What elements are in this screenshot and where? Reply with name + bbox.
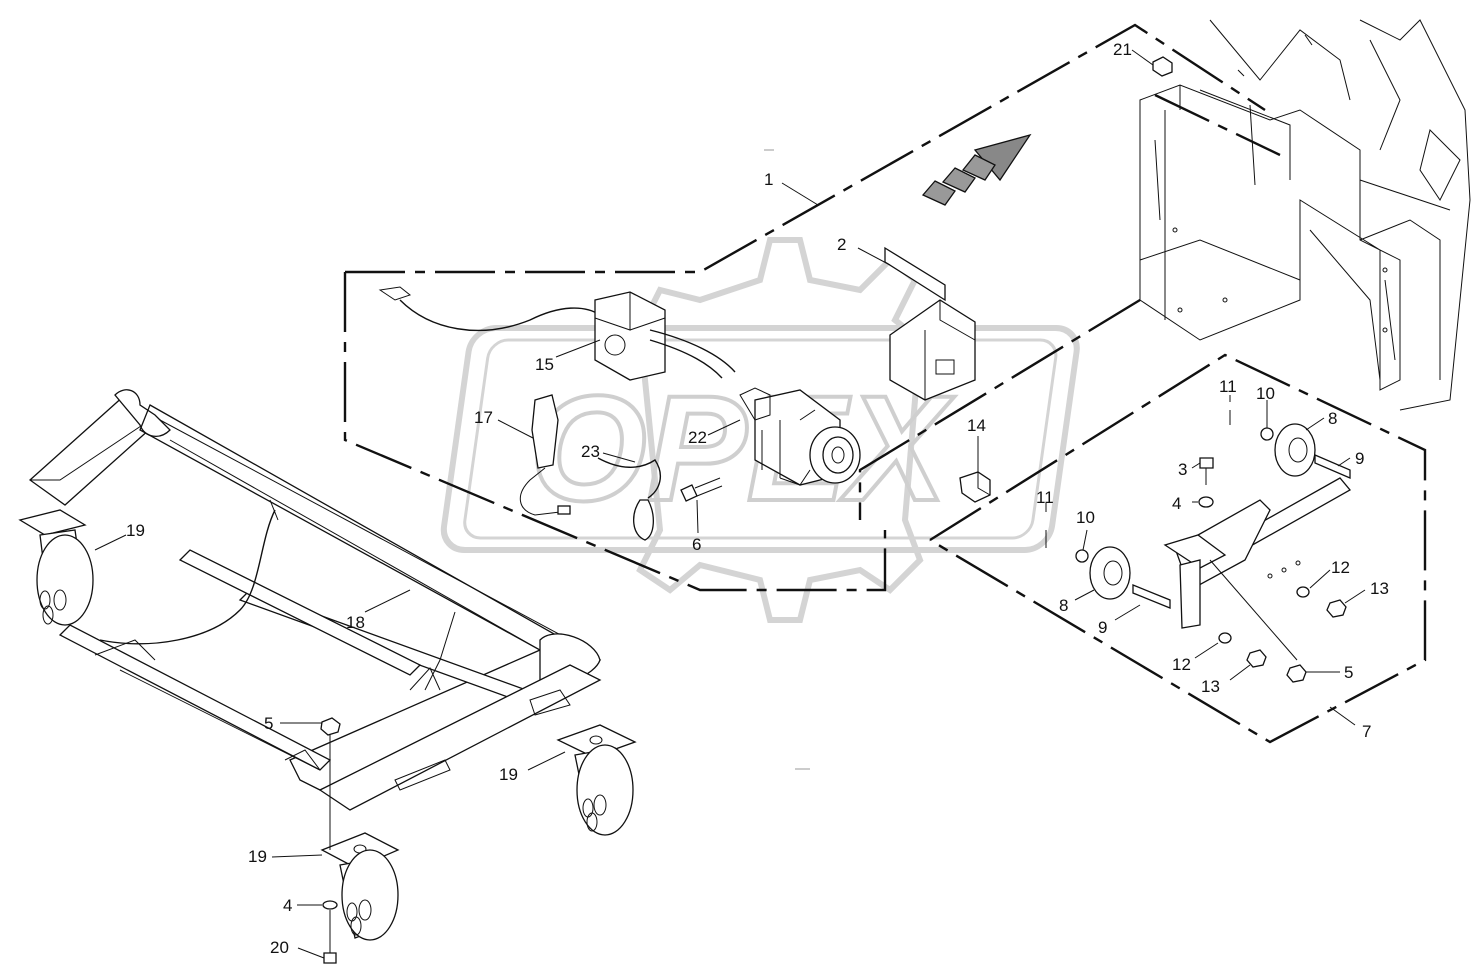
group-1-boundary-right: [858, 298, 1141, 520]
watermark-gear: [636, 237, 924, 623]
callout-12-upper: 12: [1331, 558, 1350, 577]
callout-4-idler: 4: [1172, 494, 1181, 513]
winch-cable-strap: [597, 457, 662, 541]
callout-1: 1: [764, 170, 773, 189]
callout-9-lower: 9: [1098, 618, 1107, 637]
machine-frame: [1139, 19, 1471, 411]
callout-20: 20: [270, 938, 289, 957]
callout-11-upper: 11: [1219, 377, 1237, 396]
group-7-boundary: [929, 353, 1427, 744]
callout-6: 6: [692, 535, 701, 554]
callout-15: 15: [535, 355, 554, 374]
callout-22: 22: [688, 428, 707, 447]
caster-wheel-right: [556, 724, 637, 836]
callout-9-upper: 9: [1355, 449, 1364, 468]
limit-switch: [959, 471, 991, 503]
callout-8-lower: 8: [1059, 596, 1068, 615]
watermark-text: OPEX: [530, 364, 955, 532]
callout-2: 2: [837, 235, 846, 254]
callout-12-lower: 12: [1172, 655, 1191, 674]
winch-motor: [739, 387, 861, 486]
callout-5-trolley: 5: [264, 714, 273, 733]
callout-19-left: 19: [126, 521, 145, 540]
clip-nut: [1152, 56, 1173, 77]
callout-4-caster: 4: [283, 896, 292, 915]
winch-control-box: [378, 286, 736, 381]
group-21-boundary: [1154, 93, 1281, 157]
mounting-bracket: [884, 246, 976, 401]
callout-3: 3: [1178, 460, 1187, 479]
remote-handset: [520, 394, 571, 516]
callout-17: 17: [474, 408, 493, 427]
callout-19-center: 19: [248, 847, 267, 866]
callout-21: 21: [1113, 40, 1132, 59]
callout-11-lower: 11: [1036, 488, 1054, 507]
callout-7: 7: [1362, 722, 1371, 741]
opex-watermark: OPEX: [440, 237, 1080, 623]
callout-18: 18: [346, 613, 365, 632]
watermark-frame-inner: [463, 338, 1058, 540]
callout-13-upper: 13: [1370, 579, 1389, 598]
leader-lines: [94, 49, 1366, 959]
callout-labels: 1 2 3 4 4 5 5 6 7 8 8 9 9 10 10 11 11 12…: [126, 40, 1389, 957]
callout-10-lower: 10: [1076, 508, 1095, 527]
trolley-hardware: [320, 717, 341, 964]
winch-bolt: [680, 477, 723, 502]
idler-assembly: [1045, 410, 1351, 683]
trolley-frame: [28, 389, 602, 811]
callout-8-upper: 8: [1328, 409, 1337, 428]
caster-wheel-left: [18, 509, 94, 626]
callout-10-upper: 10: [1256, 384, 1275, 403]
callout-23: 23: [581, 442, 600, 461]
caster-wheel-center: [320, 832, 400, 941]
callout-5-idler: 5: [1344, 663, 1353, 682]
callout-19-right: 19: [499, 765, 518, 784]
callout-13-lower: 13: [1201, 677, 1220, 696]
group-1-boundary: [343, 23, 1266, 592]
direction-arrow: [921, 133, 1032, 206]
callout-14: 14: [967, 416, 986, 435]
watermark-frame-outer: [440, 325, 1080, 553]
